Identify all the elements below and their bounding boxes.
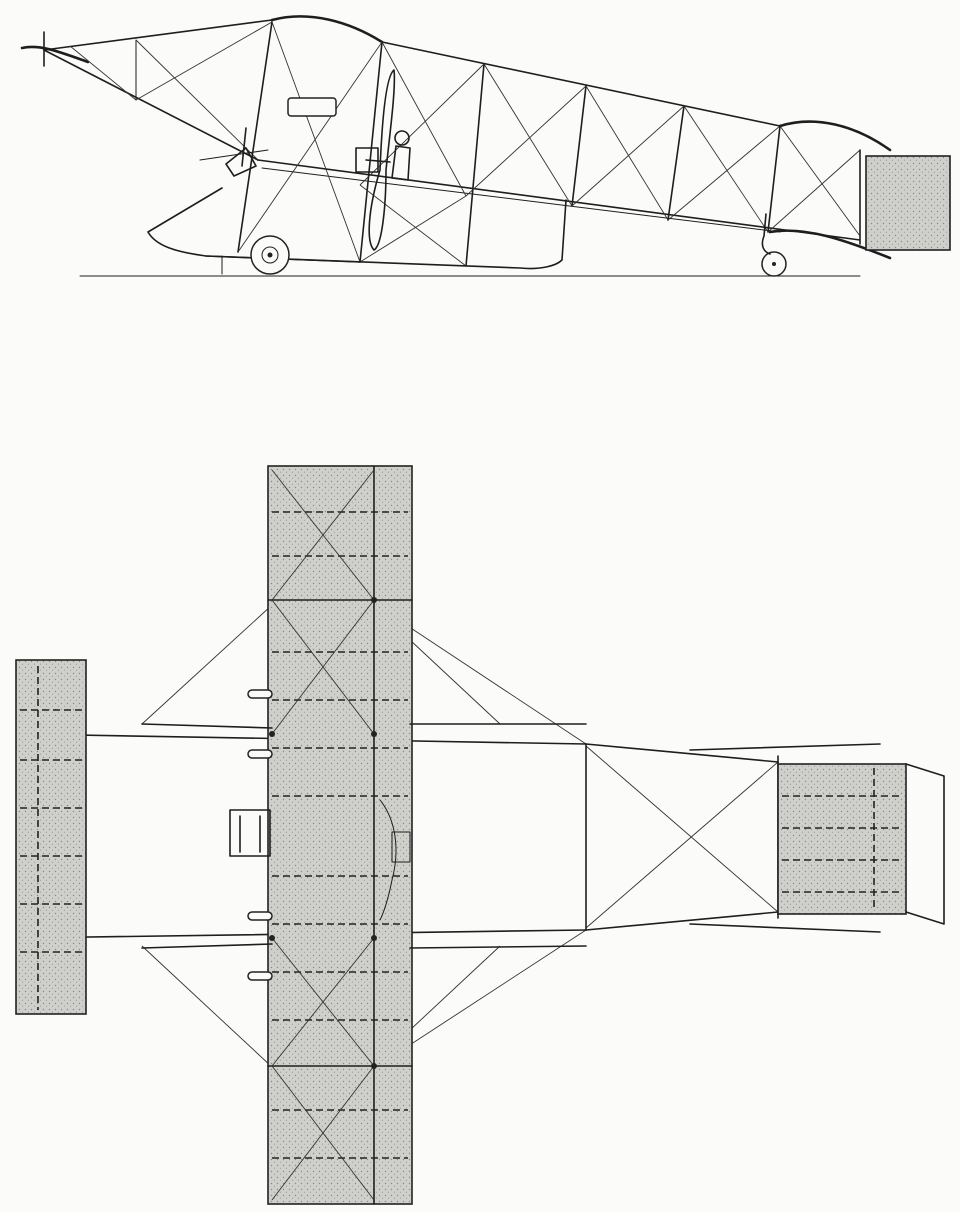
radiator bbox=[287, 97, 337, 117]
lower-longeron bbox=[257, 159, 861, 241]
upper-longeron bbox=[381, 41, 781, 127]
upper-wing-side bbox=[270, 15, 384, 44]
front-elevator-plan bbox=[15, 659, 87, 1015]
tail-lower-surface bbox=[768, 229, 892, 260]
landing-skid bbox=[147, 187, 567, 270]
rudder-plan bbox=[905, 763, 945, 925]
main-wing-plan bbox=[267, 465, 413, 1205]
main-wheel bbox=[250, 235, 290, 275]
side-elevation bbox=[20, 15, 951, 277]
engine-and-pilot bbox=[355, 130, 411, 181]
tail-plane bbox=[777, 763, 907, 915]
tail-wheel bbox=[761, 213, 787, 277]
rudder-side bbox=[865, 155, 951, 251]
plan-view bbox=[15, 465, 945, 1205]
propeller-side bbox=[368, 69, 396, 251]
tail-upper-surface bbox=[778, 120, 892, 152]
lower-nose-boom bbox=[43, 49, 259, 161]
upper-nose-boom bbox=[43, 19, 273, 51]
engine-plan bbox=[229, 799, 411, 921]
